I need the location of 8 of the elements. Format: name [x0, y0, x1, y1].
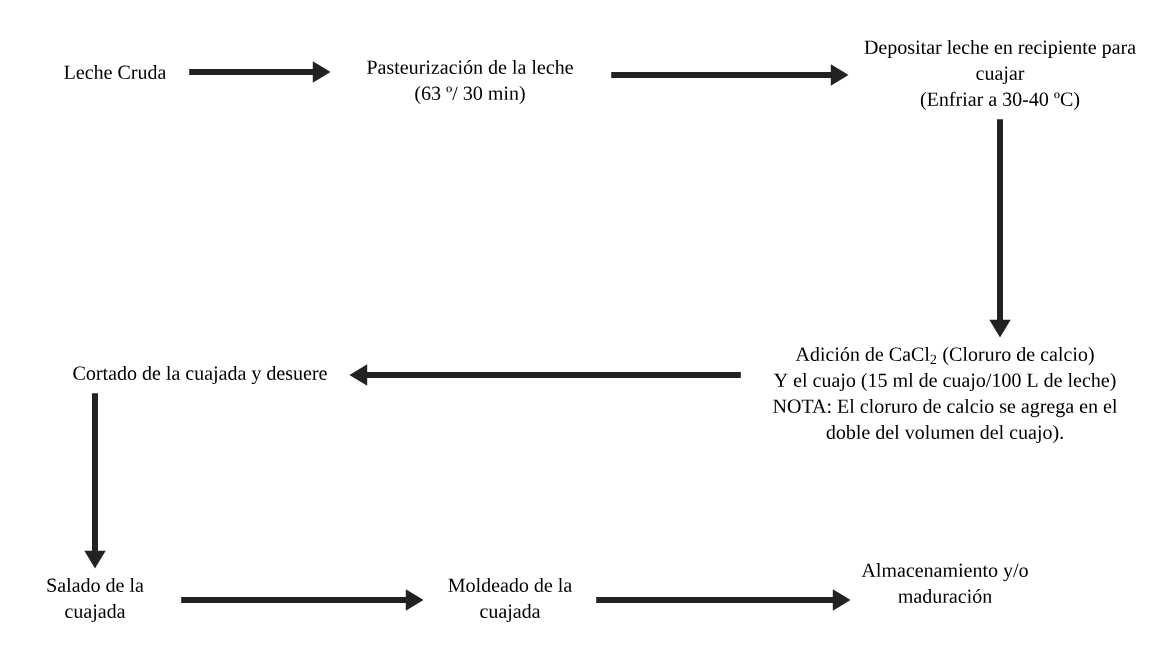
step-text: Cortado de la cuajada y desuere — [73, 365, 327, 385]
step-text: Almacenamiento y/o maduración — [861, 562, 1028, 604]
step-text: Moldeado de la cuajada — [448, 577, 572, 623]
step-text: Pasteurización de la leche (63 º/ 30 min) — [367, 59, 573, 105]
step-text: Leche Cruda — [64, 64, 167, 79]
step-text: Salado de la cuajada — [47, 577, 144, 623]
step-text: Depositar leche en recipiente para cuajar (Enfriar a 30-40 ºC) — [864, 39, 1136, 111]
step-text: Adición de CaCl$_{2}$ (Cloruro de calcio) Y el cuajo (15 ml de cuajo/100 L de leche) NOTA: El cloruro de calcio se agrega en el doble del volumen del cuajo). — [773, 346, 1118, 444]
